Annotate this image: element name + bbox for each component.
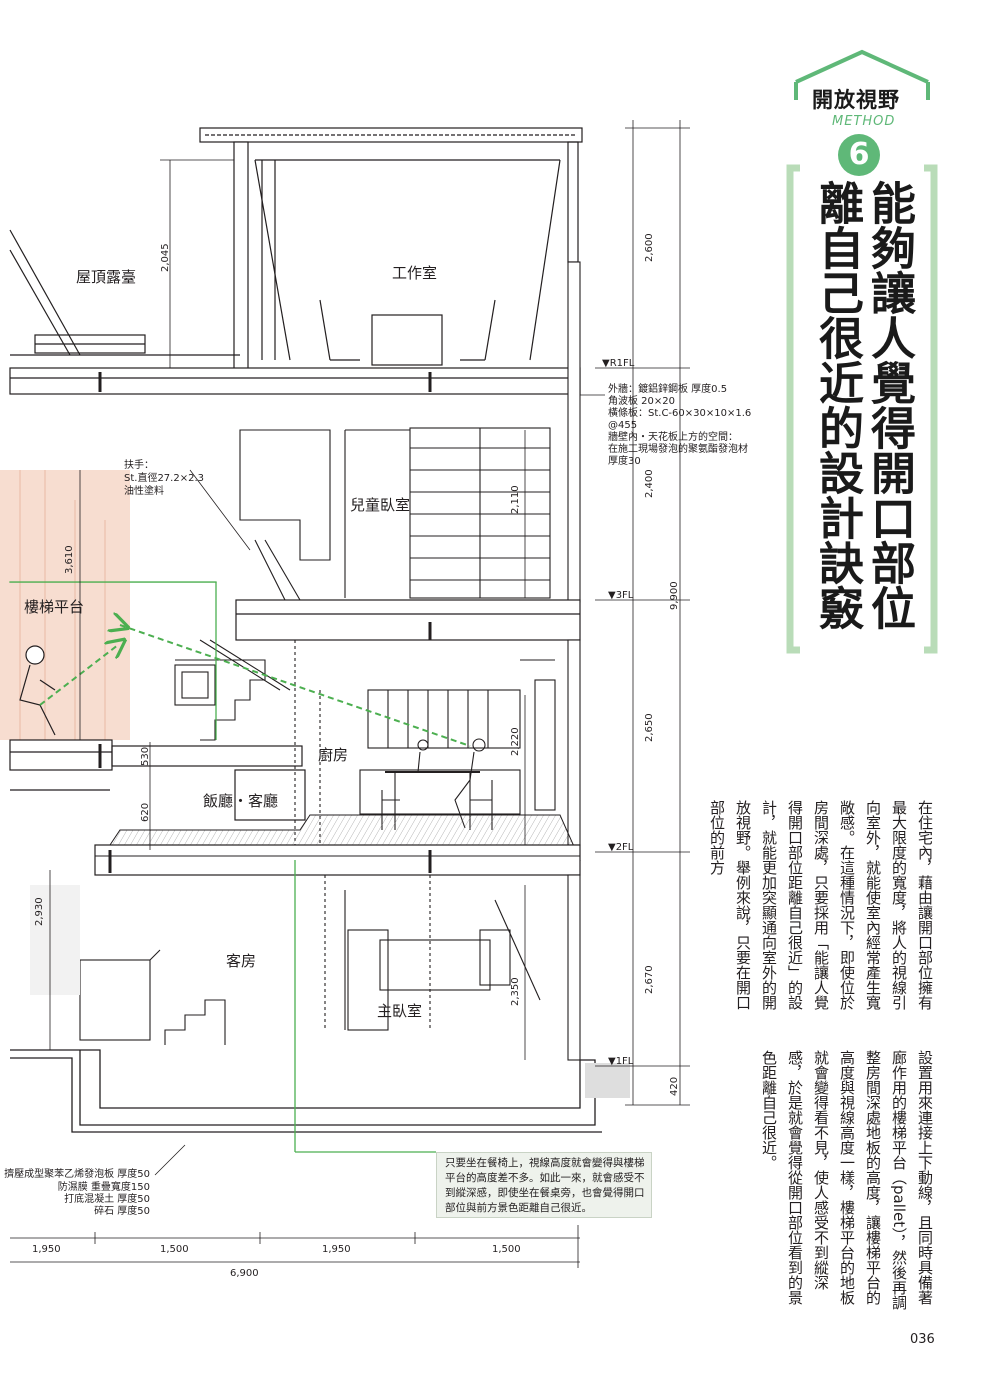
room-kids: 兒童臥室 (350, 496, 410, 514)
room-dining-living: 飯廳・客廳 (203, 792, 278, 810)
wall-note: 外牆：鍍鋁鋅鋼板 厚度0.5 角波板 20×20 橫條板：St.C-60×30×… (608, 382, 751, 467)
dim-620: 620 (140, 803, 151, 822)
room-roof-terrace: 屋頂露臺 (76, 268, 136, 286)
dim-2350: 2,350 (510, 977, 521, 1006)
stair-landing (9, 645, 306, 821)
dim-2670: 2,670 (644, 965, 655, 994)
third-floor (239, 261, 581, 603)
dim-2045: 2,045 (160, 243, 171, 272)
dim-bottom-3: 1,950 (322, 1244, 351, 1255)
handrail-note-2: St.直徑27.2×2.3 (124, 471, 204, 484)
caption-text: 只要坐在餐椅上，視線高度就會變得與樓梯平台的高度差不多。如此一來，就會感受不到縱… (445, 1157, 645, 1214)
section-label-roof-icon (795, 49, 929, 84)
room-stair-landing: 樓梯平台 (24, 598, 84, 616)
dim-420: 420 (669, 1077, 680, 1096)
room-kitchen: 廚房 (318, 746, 348, 764)
dim-530: 530 (140, 747, 151, 766)
first-floor (30, 874, 581, 1061)
wall-note-6: 在施工現場發泡的聚氨酯發泡材 (608, 442, 748, 455)
wall-note-5: 牆壁內・天花板上方的空間： (608, 430, 738, 443)
dim-2400: 2,400 (644, 469, 655, 498)
dim-bottom-total: 6,900 (230, 1268, 259, 1279)
level-r1fl: ▼R1FL (602, 358, 635, 369)
right-dimensions: 2,600 2,400 2,650 2,670 420 9,900 (644, 233, 680, 1096)
wall-note-3: 橫條板：St.C-60×30×10×1.6 (608, 406, 751, 419)
page-number: 036 (910, 1332, 935, 1347)
handrail-note: 扶手： St.直徑27.2×2.3 油性塗料 (124, 458, 204, 497)
caption-box: 只要坐在餐椅上，視線高度就會變得與樓梯平台的高度差不多。如此一來，就會感受不到縱… (436, 1152, 652, 1218)
level-markers: ▼R1FL ▼3FL ▼2FL ▼1FL (602, 358, 635, 1067)
body-paragraph-1: 在住宅內，藉由讓開口部位擁有最大限度的寬度，將人的視線引向室外，就能使室內經常產… (708, 800, 934, 1010)
inner-dimensions: 2,045 3,610 2,110 2,220 530 620 2,930 2,… (34, 243, 521, 1006)
handrail-note-1: 扶手： (124, 458, 154, 471)
title-frame (786, 164, 938, 654)
section-label: 開放視野 (812, 88, 900, 112)
foundation-note-3: 打底混凝土 厚度50 (64, 1192, 150, 1205)
dim-2650: 2,650 (644, 713, 655, 742)
handrail-note-3: 油性塗料 (124, 484, 164, 497)
dim-2110: 2,110 (510, 485, 521, 514)
2fl-slab (94, 814, 581, 876)
foundation (10, 1049, 630, 1133)
title-line-2: 離自己很近的設計訣竅 (811, 180, 864, 630)
3fl-slab (235, 599, 581, 641)
dim-2930: 2,930 (34, 897, 45, 926)
room-studio: 工作室 (392, 264, 437, 282)
foundation-note: 擠壓成型聚苯乙烯發泡板 厚度50 防濕膜 重疊寬度150 打底混凝土 厚度50 … (4, 1167, 150, 1217)
r1fl-slab (9, 367, 581, 395)
dim-3610: 3,610 (64, 545, 75, 574)
level-1fl: ▼1FL (608, 1056, 634, 1067)
level-2fl: ▼2FL (608, 842, 634, 853)
dimension-lines (10, 120, 690, 1268)
method-number: 6 (838, 134, 880, 176)
room-master: 主臥室 (377, 1002, 422, 1020)
wall-note-2: 角波板 20×20 (608, 394, 675, 407)
dim-bottom-1: 1,950 (32, 1244, 61, 1255)
dim-2220: 2,220 (510, 727, 521, 756)
foundation-note-4: 碎石 厚度50 (94, 1204, 150, 1217)
dim-bottom-2: 1,500 (160, 1244, 189, 1255)
wall-note-1: 外牆：鍍鋁鋅鋼板 厚度0.5 (608, 382, 727, 395)
wall-note-4: @455 (608, 420, 637, 431)
foundation-note-1: 擠壓成型聚苯乙烯發泡板 厚度50 (4, 1167, 150, 1180)
body-paragraph-2: 設置用來連接上下動線，且同時具備著廊作用的樓梯平台（pallet），然後再調整房… (760, 1050, 934, 1310)
dim-2600: 2,600 (644, 233, 655, 262)
bottom-dimensions: 1,950 1,500 1,950 1,500 6,900 (32, 1244, 521, 1279)
wall-note-7: 厚度30 (608, 454, 641, 467)
dim-9900: 9,900 (669, 581, 680, 610)
foundation-note-2: 防濕膜 重疊寬度150 (58, 1180, 150, 1193)
sightlines (9, 581, 471, 1153)
room-labels: 屋頂露臺 工作室 兒童臥室 樓梯平台 廚房 飯廳・客廳 客房 主臥室 (24, 264, 437, 1020)
roof-level (9, 127, 583, 371)
method-word: METHOD (832, 114, 896, 129)
level-3fl: ▼3FL (608, 590, 634, 601)
title-line-1: 能夠讓人覺得開口部位 (863, 180, 916, 630)
room-guest: 客房 (226, 952, 256, 970)
dim-bottom-4: 1,500 (492, 1244, 521, 1255)
